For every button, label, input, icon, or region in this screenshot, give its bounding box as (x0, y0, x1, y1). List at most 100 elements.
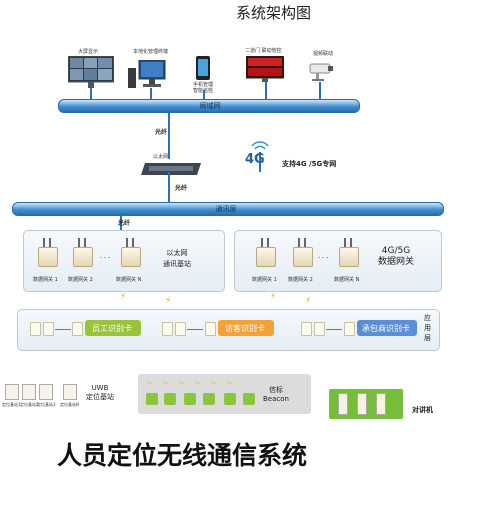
wireless-bolt-icon: ⚡ (165, 296, 172, 306)
beacon-device-icon (243, 393, 255, 405)
fiber-label-mid: 光纤 (175, 185, 188, 192)
fiber-label-bottom: 光纤 (118, 220, 131, 227)
video-label: 视频联动 (313, 51, 334, 57)
beacon-device-icon (164, 393, 176, 405)
gateway-label: 数据网关 1 (33, 277, 58, 283)
id-card-icon (72, 322, 83, 336)
contractor-card-label: 承包商识别卡 (362, 324, 410, 333)
fiber-label-top: 光纤 (155, 129, 168, 136)
id-card-icon (175, 322, 186, 336)
wireless-bolt-icon: ⚡ (270, 292, 277, 302)
local-pc-label: 本地化管理终端 (133, 49, 169, 55)
door-control-label: 二道门 联动管控 (245, 48, 282, 54)
beacon-device-icon (184, 393, 196, 405)
beacon-title: 信标 Beacon (263, 386, 289, 403)
link-line (150, 88, 152, 100)
fiber-line (168, 112, 170, 159)
walkie-talkie-icon (357, 393, 367, 415)
ethernet-panel-title: 以太网 通讯基站 (163, 249, 191, 268)
uwb-title: UWB 定位基站 (86, 384, 114, 401)
beacon-device-icon (146, 393, 158, 405)
uwb-anchor-icon (22, 384, 36, 400)
door-control-device (245, 55, 285, 82)
local-pc-device (128, 59, 168, 90)
led-display-icon (245, 55, 285, 82)
uwb-anchor-icon (5, 384, 19, 400)
gateway-device (339, 247, 359, 267)
beacon-device-icon (224, 393, 236, 405)
comm-layer-label: 通讯层 (215, 205, 237, 213)
fiber-line (120, 215, 122, 231)
video-device (308, 60, 334, 82)
employee-card-label: 员工识别卡 (92, 324, 132, 333)
uwb-anchor-icon (39, 384, 53, 400)
diagram-title: 系统架构图 (236, 4, 312, 22)
id-card-icon (344, 322, 355, 336)
lan-bus (58, 99, 360, 113)
application-layer-label: 应 用 层 (424, 314, 431, 342)
antenna (344, 238, 346, 247)
uwb-anchor-label: 定位基站2 (20, 402, 39, 407)
main-title: 人员定位无线通信系统 (57, 441, 308, 470)
uwb-anchor-label: 定位基站3 (37, 402, 56, 407)
link-line (203, 90, 205, 100)
big-screen-device (67, 55, 115, 88)
card-connector (326, 329, 342, 330)
antenna (298, 238, 300, 247)
id-card-icon (162, 322, 173, 336)
ellipsis: - - - (100, 254, 111, 261)
id-card-icon (301, 322, 312, 336)
comm-layer-bus (12, 202, 444, 216)
lan-label: 局域网 (199, 102, 221, 110)
uwb-anchor-icon (63, 384, 77, 400)
id-card-icon (205, 322, 216, 336)
gateway-device (38, 247, 58, 267)
id-card-icon (30, 322, 41, 336)
antenna (261, 238, 263, 247)
cellular-panel-title: 4G/5G 数据网关 (378, 246, 415, 267)
computer-icon (128, 59, 166, 88)
gateway-device (73, 247, 93, 267)
ethernet-switch-label: 以太网 (153, 154, 169, 160)
antenna (304, 238, 306, 247)
big-screen-label: 大屏显示 (78, 49, 99, 55)
gateway-label: 数据网关 1 (252, 277, 277, 283)
uwb-anchor-label: 定位基站N (60, 402, 79, 407)
antenna (126, 238, 128, 247)
wireless-bolt-icon: ⚡ (305, 296, 312, 306)
employee-card-badge (85, 320, 141, 336)
network-switch-icon (141, 163, 201, 175)
cell-tower (246, 140, 274, 172)
antenna (132, 238, 134, 247)
visitor-card-badge (218, 320, 274, 336)
antenna (78, 238, 80, 247)
link-line (319, 82, 321, 100)
link-line (90, 88, 92, 100)
antenna (43, 238, 45, 247)
wireless-bolt-icon: ⚡ (120, 292, 127, 302)
video-wall-icon (67, 55, 115, 88)
antenna (49, 238, 51, 247)
uwb-anchor-label: 定位基站1 (2, 402, 21, 407)
visitor-card-label: 访客识别卡 (225, 324, 265, 333)
four-g-support-label: 支持4G /5G专网 (282, 160, 337, 168)
ethernet-switch (141, 160, 201, 175)
beacon-device-icon (203, 393, 215, 405)
phone-device (196, 56, 210, 80)
gateway-label: 数据网关 N (334, 277, 360, 283)
antenna (267, 238, 269, 247)
gateway-label: 数据网关 2 (68, 277, 93, 283)
gateway-label: 数据网关 N (116, 277, 142, 283)
contractor-card-badge (357, 320, 417, 336)
antenna (84, 238, 86, 247)
fiber-line (168, 172, 170, 202)
id-card-icon (43, 322, 54, 336)
link-line (265, 82, 267, 100)
gateway-label: 数据网关 2 (288, 277, 313, 283)
ellipsis: - - - (318, 254, 329, 261)
walkie-talkie-icon (376, 393, 386, 415)
beacon-signal-icon: ◠◠◠◠◠◠ (146, 380, 242, 389)
gateway-device (121, 247, 141, 267)
four-g-badge: 4G (245, 152, 265, 167)
